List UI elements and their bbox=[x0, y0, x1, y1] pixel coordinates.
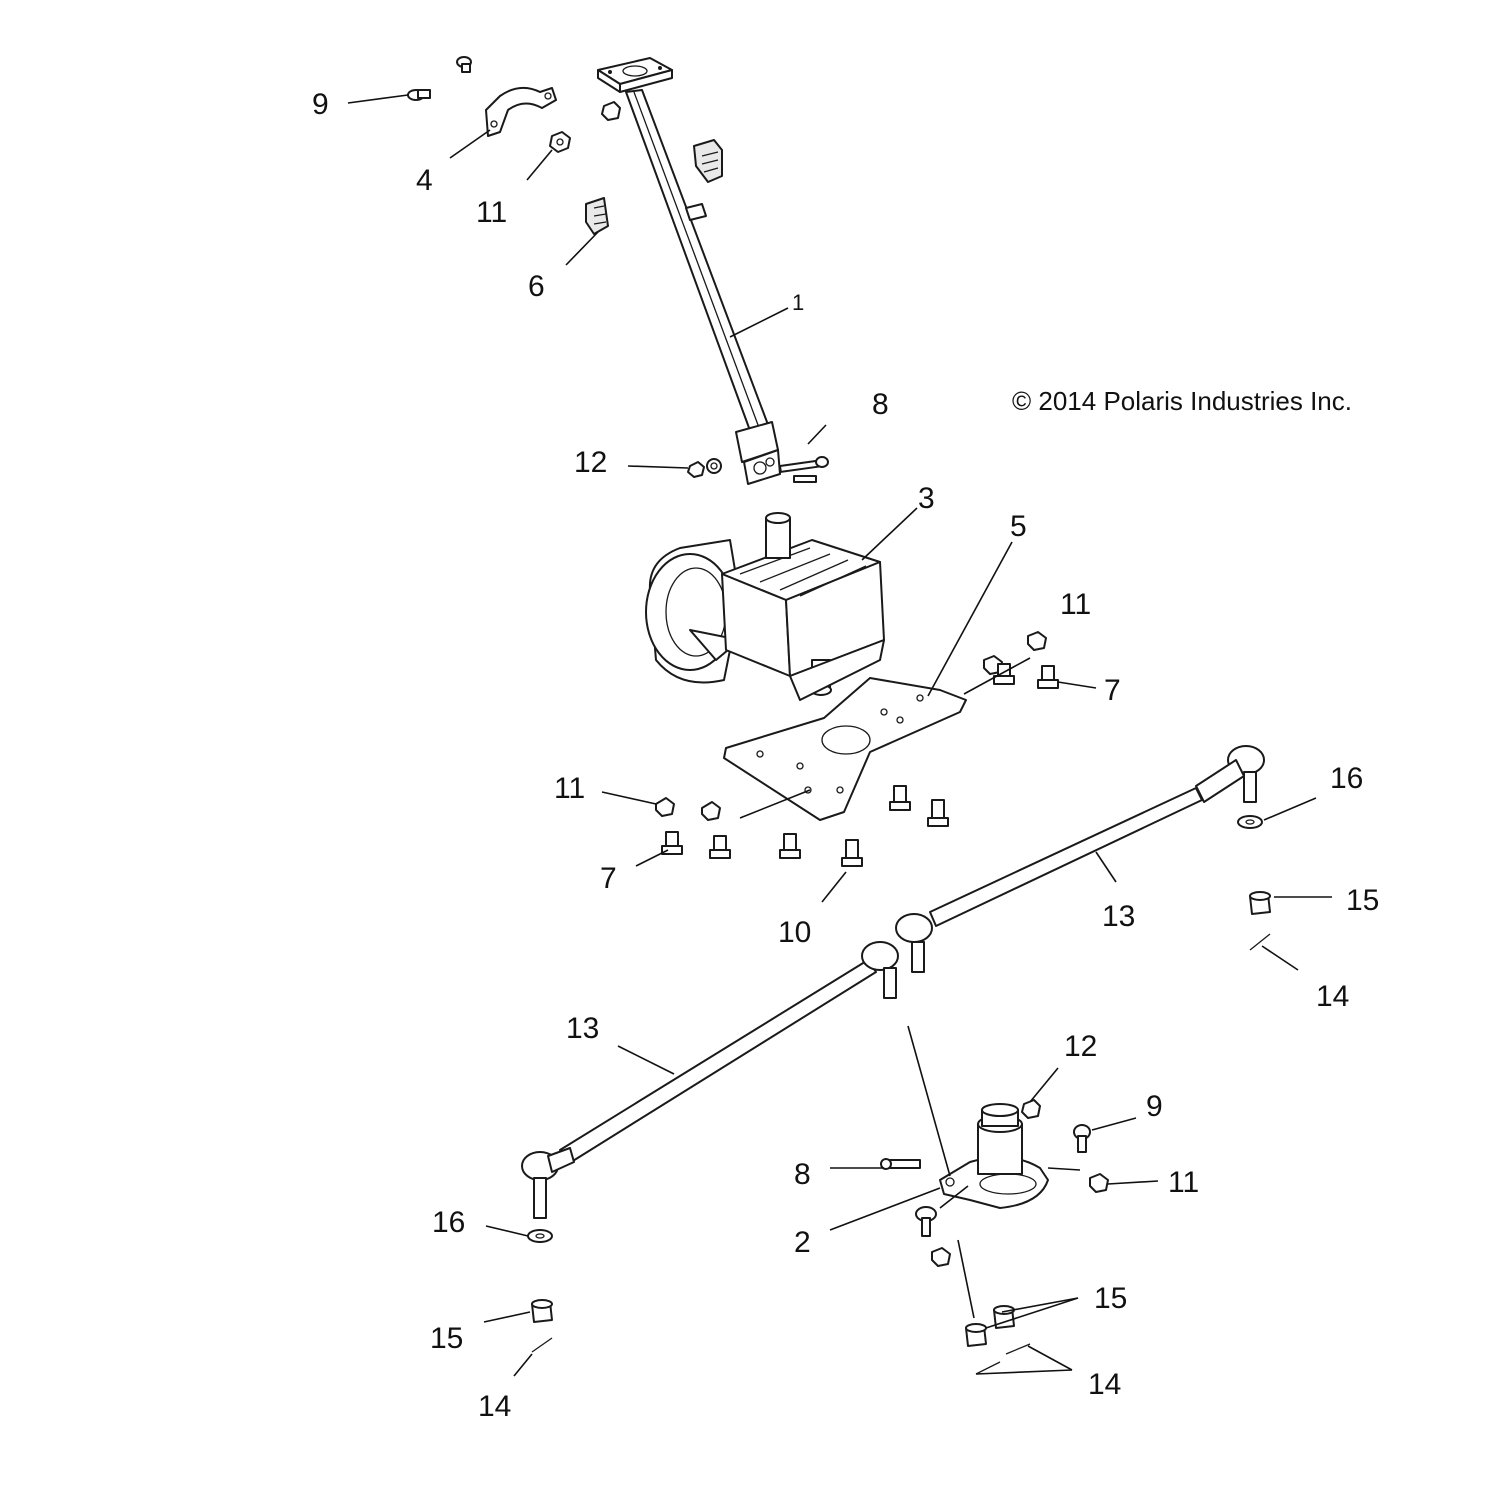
callout-4: 4 bbox=[416, 164, 433, 197]
callout-14: 14 bbox=[1316, 980, 1349, 1013]
pitman-bolt-lower bbox=[915, 1206, 937, 1237]
callout-9: 9 bbox=[1146, 1090, 1163, 1123]
callout-15: 15 bbox=[1346, 884, 1379, 917]
tie-rod-left bbox=[521, 941, 899, 1219]
callout-2: 2 bbox=[794, 1226, 811, 1259]
callout-7: 7 bbox=[1104, 674, 1121, 707]
cotter-pin-3 bbox=[975, 1361, 1001, 1375]
callout-11: 11 bbox=[1060, 588, 1091, 621]
plate-bolt-lower-2 bbox=[709, 835, 731, 859]
callout-11: 11 bbox=[476, 196, 507, 229]
tie-rod-washer bbox=[1237, 815, 1263, 829]
plate-nut-2 bbox=[1027, 631, 1047, 651]
flange-bolt-2 bbox=[456, 56, 472, 73]
plate-nut-lower-2 bbox=[701, 801, 721, 821]
callout-15: 15 bbox=[1094, 1282, 1127, 1315]
column-clamp-bracket bbox=[485, 86, 557, 137]
plate-bolt bbox=[993, 663, 1015, 685]
plate-bolt-lower-6 bbox=[927, 799, 949, 827]
tie-rod-washer-2 bbox=[527, 1229, 553, 1243]
column-bushing-2 bbox=[693, 139, 723, 183]
callout-6: 6 bbox=[528, 270, 545, 303]
callout-9: 9 bbox=[312, 88, 329, 121]
callout-8: 8 bbox=[794, 1158, 811, 1191]
callout-13: 13 bbox=[566, 1012, 599, 1045]
pitman-nut bbox=[1021, 1099, 1041, 1119]
hex-nut-top bbox=[549, 131, 571, 153]
pitman-nut-lower bbox=[931, 1247, 951, 1267]
callout-16: 16 bbox=[432, 1206, 465, 1239]
callout-12: 12 bbox=[574, 446, 607, 479]
callout-14: 14 bbox=[1088, 1368, 1121, 1401]
callout-13: 13 bbox=[1102, 900, 1135, 933]
plate-bolt-lower-3 bbox=[779, 833, 801, 859]
cotter-pin bbox=[1249, 933, 1271, 951]
plate-bolt-lower bbox=[661, 831, 683, 855]
column-bushing bbox=[585, 197, 609, 235]
callout-11: 11 bbox=[1168, 1166, 1199, 1199]
callout-14: 14 bbox=[478, 1390, 511, 1423]
flange-bolt bbox=[407, 89, 431, 101]
plate-bolt-lower-4 bbox=[841, 839, 863, 867]
steering-gear-assembly bbox=[645, 512, 885, 701]
pitman-bolt bbox=[1073, 1124, 1091, 1153]
callout-16: 16 bbox=[1330, 762, 1363, 795]
castle-nut-2 bbox=[531, 1299, 553, 1323]
hex-nut-top-2 bbox=[601, 101, 621, 121]
castle-nut-3 bbox=[965, 1323, 987, 1347]
castle-nut bbox=[1249, 891, 1271, 915]
pitman-arm-assembly bbox=[939, 1103, 1049, 1209]
copyright-notice: © 2014 Polaris Industries Inc. bbox=[1012, 386, 1352, 416]
plate-nut-lower bbox=[655, 797, 675, 817]
callout-1: 1 bbox=[792, 290, 804, 315]
callout-8: 8 bbox=[872, 388, 889, 421]
ujoint-nut bbox=[687, 458, 722, 478]
callout-5: 5 bbox=[1010, 510, 1027, 543]
tie-rod-right bbox=[895, 745, 1265, 973]
leader-lines bbox=[347, 94, 1332, 1377]
callout-7: 7 bbox=[600, 862, 617, 895]
cotter-pin-2 bbox=[531, 1337, 553, 1353]
cotter-pin-4 bbox=[1005, 1343, 1031, 1355]
callout-12: 12 bbox=[1064, 1030, 1097, 1063]
callout-3: 3 bbox=[918, 482, 935, 515]
pitman-long-bolt bbox=[880, 1158, 921, 1170]
callout-15: 15 bbox=[430, 1322, 463, 1355]
plate-bolt-2 bbox=[1037, 665, 1059, 689]
steering-column bbox=[597, 57, 781, 485]
pitman-nut-right bbox=[1089, 1173, 1109, 1193]
callout-11: 11 bbox=[554, 772, 585, 805]
gear-mount-plate bbox=[723, 677, 967, 821]
ujoint-bolt bbox=[779, 456, 829, 483]
callout-10: 10 bbox=[778, 916, 811, 949]
plate-bolt-lower-5 bbox=[889, 785, 911, 811]
